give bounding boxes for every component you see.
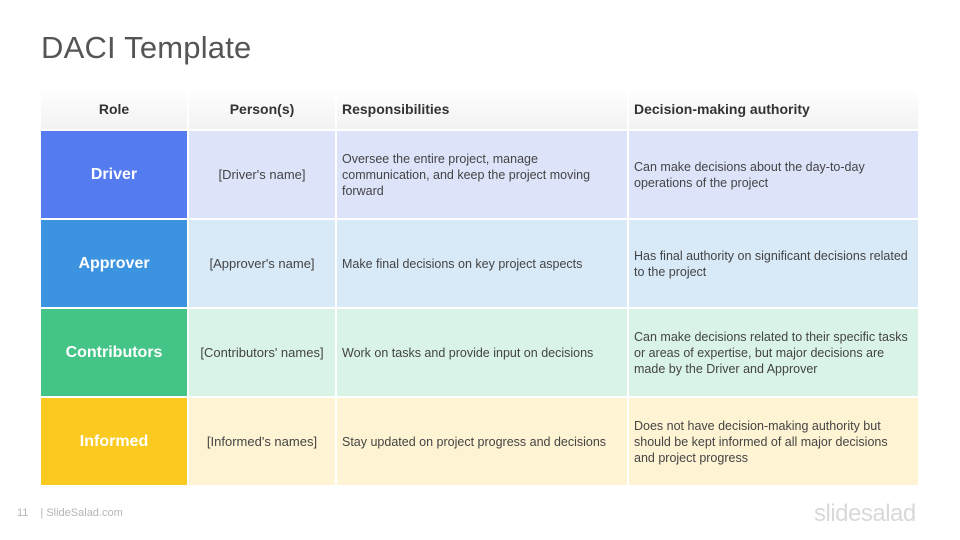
person-cell: [Approver's name] bbox=[189, 220, 335, 307]
person-cell: [Driver's name] bbox=[189, 131, 335, 218]
role-cell: Approver bbox=[41, 220, 187, 307]
header-responsibilities: Responsibilities bbox=[337, 88, 627, 129]
header-role: Role bbox=[41, 88, 187, 129]
daci-table: Role Person(s) Responsibilities Decision… bbox=[41, 88, 918, 485]
page-number: 11 bbox=[17, 507, 29, 519]
authority-cell: Can make decisions about the day-to-day … bbox=[629, 131, 918, 218]
header-persons: Person(s) bbox=[189, 88, 335, 129]
slide-title: DACI Template bbox=[41, 30, 252, 65]
brand-logo: slidesalad bbox=[814, 500, 916, 527]
role-cell: Contributors bbox=[41, 309, 187, 396]
responsibilities-cell: Work on tasks and provide input on decis… bbox=[337, 309, 627, 396]
header-authority: Decision-making authority bbox=[629, 88, 918, 129]
authority-cell: Can make decisions related to their spec… bbox=[629, 309, 918, 396]
authority-cell: Does not have decision-making authority … bbox=[629, 398, 918, 485]
role-cell: Informed bbox=[41, 398, 187, 485]
responsibilities-cell: Make final decisions on key project aspe… bbox=[337, 220, 627, 307]
authority-cell: Has final authority on significant decis… bbox=[629, 220, 918, 307]
footer-text: | SlideSalad.com bbox=[40, 507, 123, 519]
responsibilities-cell: Oversee the entire project, manage commu… bbox=[337, 131, 627, 218]
slide-footer: 11 | SlideSalad.com bbox=[17, 507, 123, 519]
person-cell: [Informed's names] bbox=[189, 398, 335, 485]
person-cell: [Contributors' names] bbox=[189, 309, 335, 396]
role-cell: Driver bbox=[41, 131, 187, 218]
responsibilities-cell: Stay updated on project progress and dec… bbox=[337, 398, 627, 485]
